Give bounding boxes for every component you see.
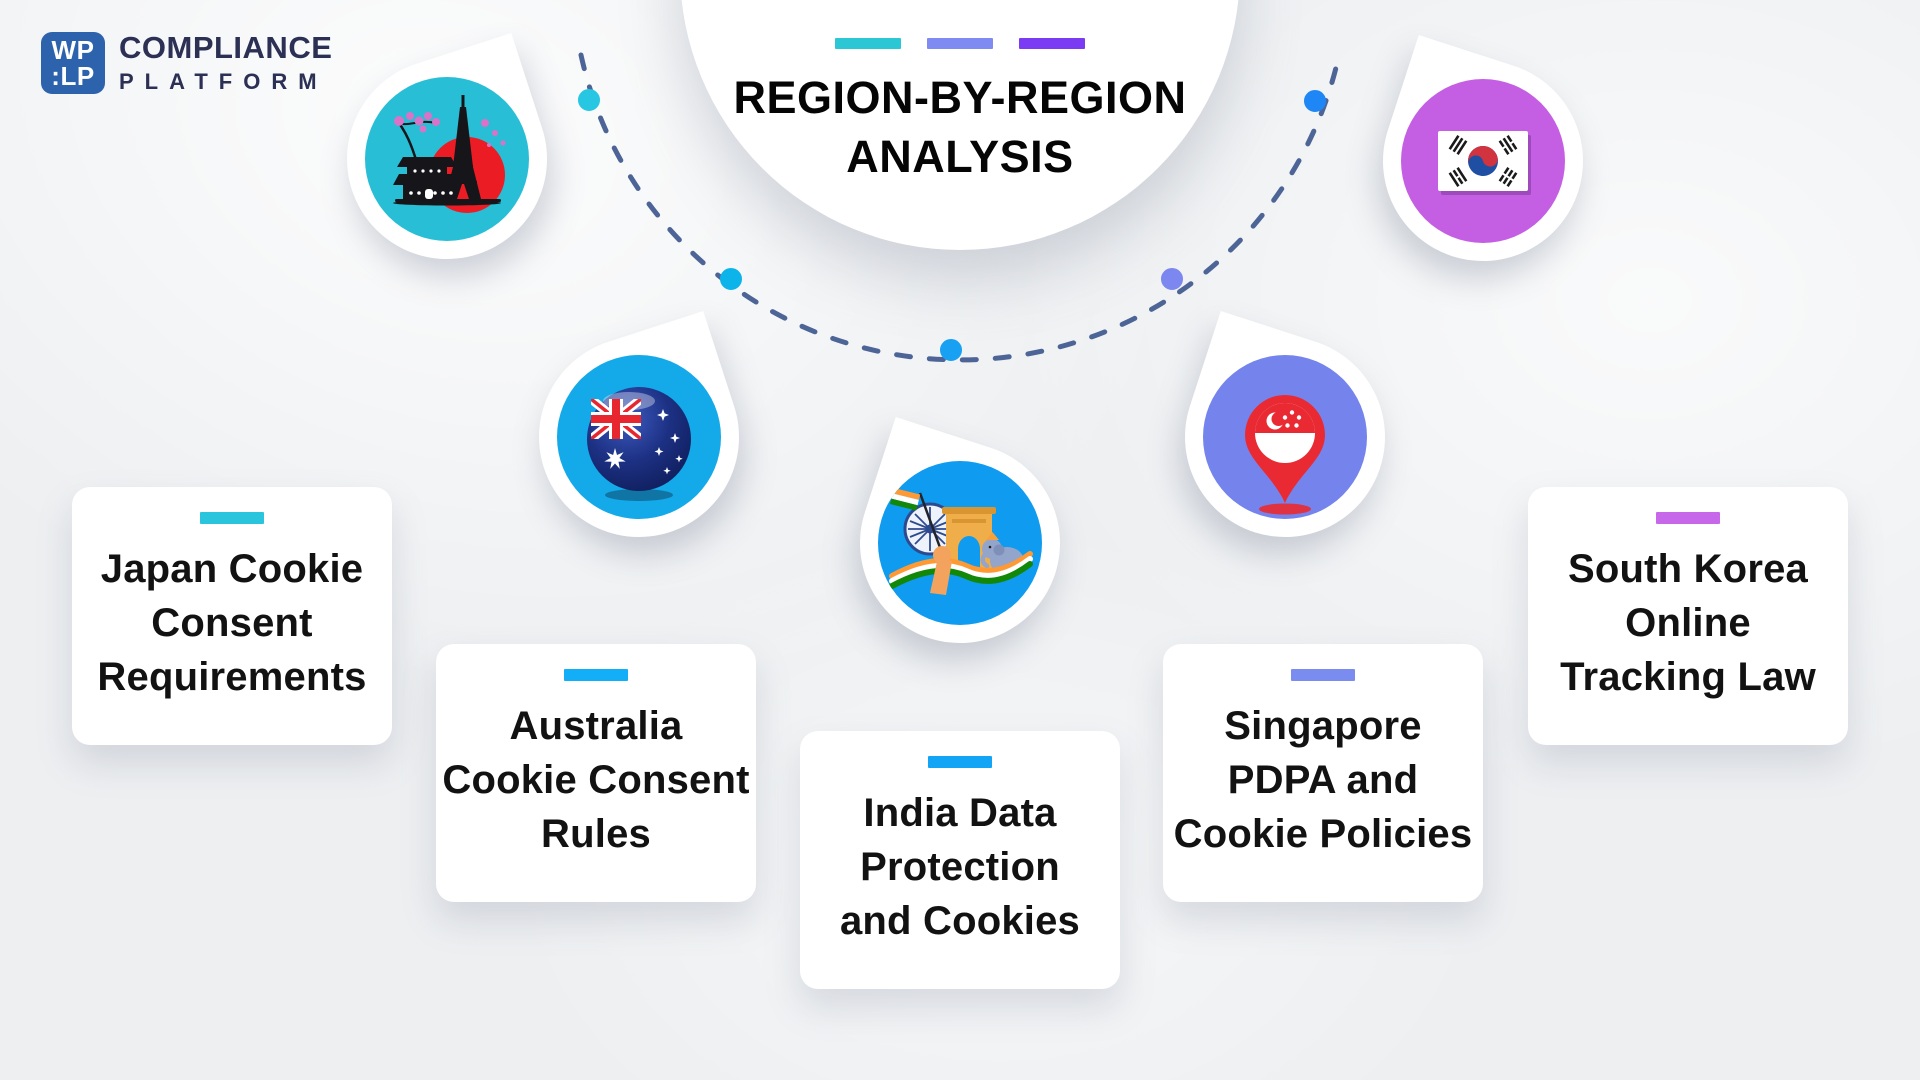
australia-card: Australia Cookie Consent Rules (436, 644, 756, 902)
card-title: Singapore PDPA and Cookie Policies (1173, 704, 1473, 856)
india-circle (878, 461, 1042, 625)
singapore-card: Singapore PDPA and Cookie Policies (1163, 644, 1483, 902)
title-accent-dashes (0, 38, 1920, 49)
japan-icon-badge (320, 32, 574, 286)
south-korea-icon-badge (1356, 34, 1610, 288)
india-icon-badge (833, 416, 1087, 670)
singapore-pin-flag-icon (1245, 394, 1325, 515)
singapore-icon-badge (1158, 310, 1412, 564)
arc-node-1 (578, 89, 600, 111)
south-korea-circle (1401, 79, 1565, 243)
australia-icon-badge (512, 310, 766, 564)
wplp-logo-mark: WP :LP (41, 31, 105, 94)
arc-node-5 (1304, 90, 1326, 112)
arc-path (578, 52, 1342, 363)
card-accent-bar (1291, 669, 1355, 681)
india-card: India Data Protection and Cookies (800, 731, 1120, 989)
logo-mark-line1: WP (51, 34, 95, 65)
australia-flag-globe-icon (587, 387, 691, 501)
card-title: Japan Cookie Consent Requirements (97, 547, 367, 699)
japan-card: Japan Cookie Consent Requirements (72, 487, 392, 745)
card-accent-bar (1656, 512, 1720, 524)
india-landmarks-icon (889, 488, 1033, 595)
arc-node-3 (940, 339, 962, 361)
brand-logo: WP :LP COMPLIANCE PLATFORM (41, 30, 332, 95)
south-korea-card: South Korea Online Tracking Law (1528, 487, 1848, 745)
logo-mark-line2: :LP (51, 60, 95, 91)
card-title: South Korea Online Tracking Law (1560, 547, 1816, 699)
page-title: REGION-BY-REGION ANALYSIS (733, 72, 1187, 182)
arc-node-2 (720, 268, 742, 290)
card-accent-bar (564, 669, 628, 681)
logo-wordmark: COMPLIANCE PLATFORM (119, 30, 332, 95)
logo-title: COMPLIANCE (119, 30, 333, 65)
card-accent-bar (928, 756, 992, 768)
south-korea-flag-icon (1438, 131, 1531, 195)
card-title: Australia Cookie Consent Rules (442, 704, 750, 856)
japan-circle (365, 77, 529, 241)
japan-landmarks-icon (393, 95, 506, 213)
singapore-circle (1203, 355, 1367, 519)
accent-dash-periwinkle (927, 38, 993, 49)
arc-node-4 (1161, 268, 1183, 290)
accent-dash-purple (1019, 38, 1085, 49)
australia-circle (557, 355, 721, 519)
accent-dash-teal (835, 38, 901, 49)
card-title: India Data Protection and Cookies (839, 791, 1081, 943)
card-accent-bar (200, 512, 264, 524)
logo-subtitle: PLATFORM (119, 69, 328, 94)
